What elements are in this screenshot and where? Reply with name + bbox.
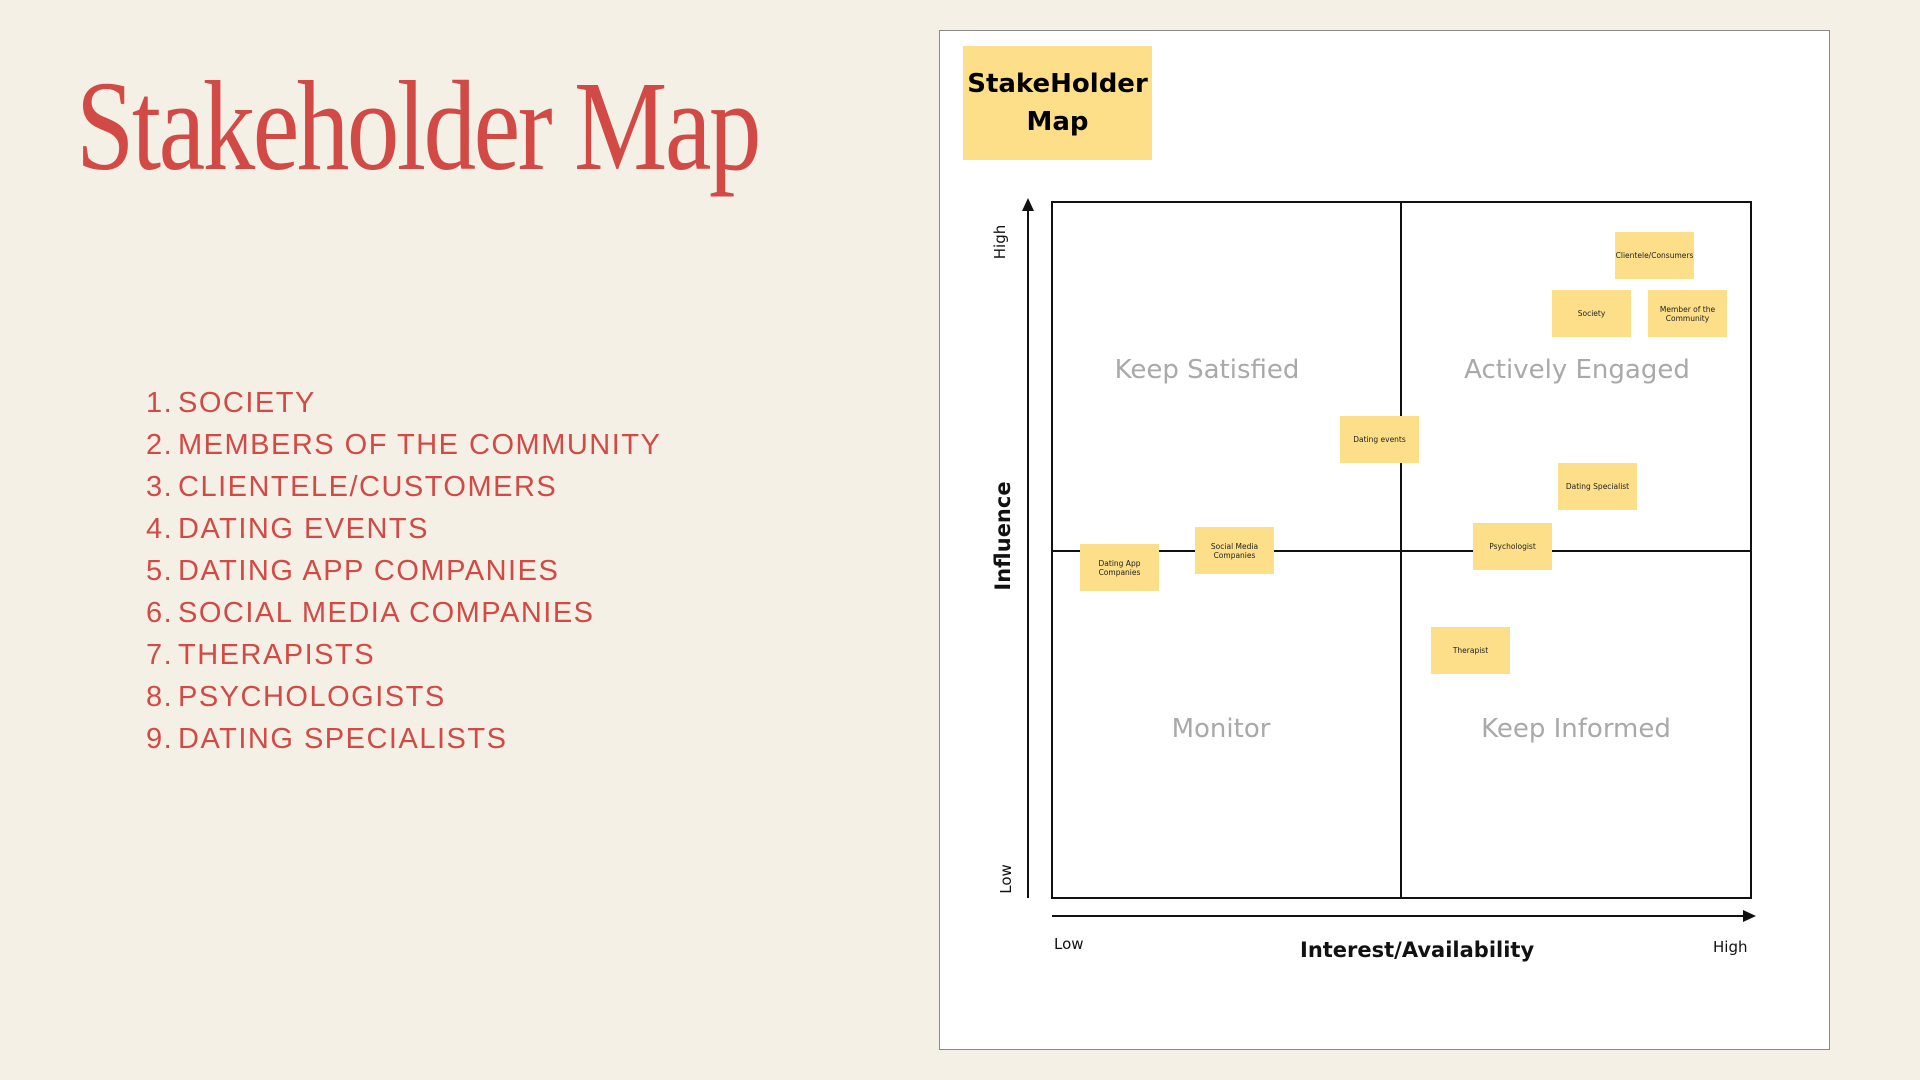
x-axis-high-label: High xyxy=(1713,938,1748,956)
list-item-number: 7. xyxy=(146,639,174,671)
list-item-text: DATING APP COMPANIES xyxy=(178,555,560,587)
list-item: 8.PSYCHOLOGISTS xyxy=(146,676,661,718)
list-item: 1.SOCIETY xyxy=(146,382,661,424)
list-item-text: THERAPISTS xyxy=(178,639,376,671)
stakeholder-list: 1.SOCIETY 2.MEMBERS OF THE COMMUNITY 3.C… xyxy=(146,382,661,760)
horizontal-divider xyxy=(1051,550,1752,552)
list-item-text: MEMBERS OF THE COMMUNITY xyxy=(178,429,662,461)
list-item-text: PSYCHOLOGISTS xyxy=(178,681,446,713)
list-item: 9.DATING SPECIALISTS xyxy=(146,718,661,760)
map-title-line1: StakeHolder xyxy=(967,69,1148,99)
list-item: 5.DATING APP COMPANIES xyxy=(146,550,661,592)
list-item-text: SOCIETY xyxy=(178,387,316,419)
y-axis-high-label: High xyxy=(991,224,1009,260)
list-item-text: SOCIAL MEDIA COMPANIES xyxy=(178,597,595,629)
sticky-note-psychologist[interactable]: Psychologist xyxy=(1473,523,1552,570)
list-item: 7.THERAPISTS xyxy=(146,634,661,676)
y-axis-line xyxy=(1027,206,1029,898)
quadrant-keep-satisfied: Keep Satisfied xyxy=(1114,355,1300,385)
list-item-number: 4. xyxy=(146,513,174,545)
list-item-number: 5. xyxy=(146,555,174,587)
list-item-text: DATING EVENTS xyxy=(178,513,429,545)
page-title: Stakeholder Map xyxy=(76,55,762,197)
list-item-text: CLIENTELE/CUSTOMERS xyxy=(178,471,558,503)
sticky-note-dating-specialist[interactable]: Dating Specialist xyxy=(1558,463,1637,510)
quadrant-keep-informed: Keep Informed xyxy=(1481,714,1671,744)
list-item-number: 1. xyxy=(146,387,174,419)
list-item: 6.SOCIAL MEDIA COMPANIES xyxy=(146,592,661,634)
sticky-note-member-community[interactable]: Member of the Community xyxy=(1648,290,1727,337)
list-item: 3.CLIENTELE/CUSTOMERS xyxy=(146,466,661,508)
list-item-number: 6. xyxy=(146,597,174,629)
stakeholder-map-board xyxy=(939,30,1830,1050)
sticky-note-dating-app[interactable]: Dating App Companies xyxy=(1080,544,1159,591)
list-item-number: 3. xyxy=(146,471,174,503)
x-axis-low-label: Low xyxy=(1054,935,1084,953)
list-item: 4.DATING EVENTS xyxy=(146,508,661,550)
sticky-note-dating-events[interactable]: Dating events xyxy=(1340,416,1419,463)
sticky-note-social-media[interactable]: Social Media Companies xyxy=(1195,527,1274,574)
y-axis-title: Influence xyxy=(991,481,1015,591)
map-title-line2: Map xyxy=(1026,107,1089,137)
x-axis-title: Interest/Availability xyxy=(1300,938,1535,962)
y-axis-arrow-icon xyxy=(1022,198,1034,211)
x-axis-line xyxy=(1052,915,1744,917)
quadrant-monitor: Monitor xyxy=(1171,714,1271,744)
x-axis-arrow-icon xyxy=(1743,910,1756,922)
quadrant-actively-engaged: Actively Engaged xyxy=(1464,355,1690,385)
list-item-number: 8. xyxy=(146,681,174,713)
sticky-note-society[interactable]: Society xyxy=(1552,290,1631,337)
list-item-number: 2. xyxy=(146,429,174,461)
list-item: 2.MEMBERS OF THE COMMUNITY xyxy=(146,424,661,466)
sticky-note-therapist[interactable]: Therapist xyxy=(1431,627,1510,674)
sticky-note-clientele[interactable]: Clientele/Consumers xyxy=(1615,232,1694,279)
y-axis-low-label: Low xyxy=(997,864,1015,894)
list-item-number: 9. xyxy=(146,723,174,755)
list-item-text: DATING SPECIALISTS xyxy=(178,723,508,755)
